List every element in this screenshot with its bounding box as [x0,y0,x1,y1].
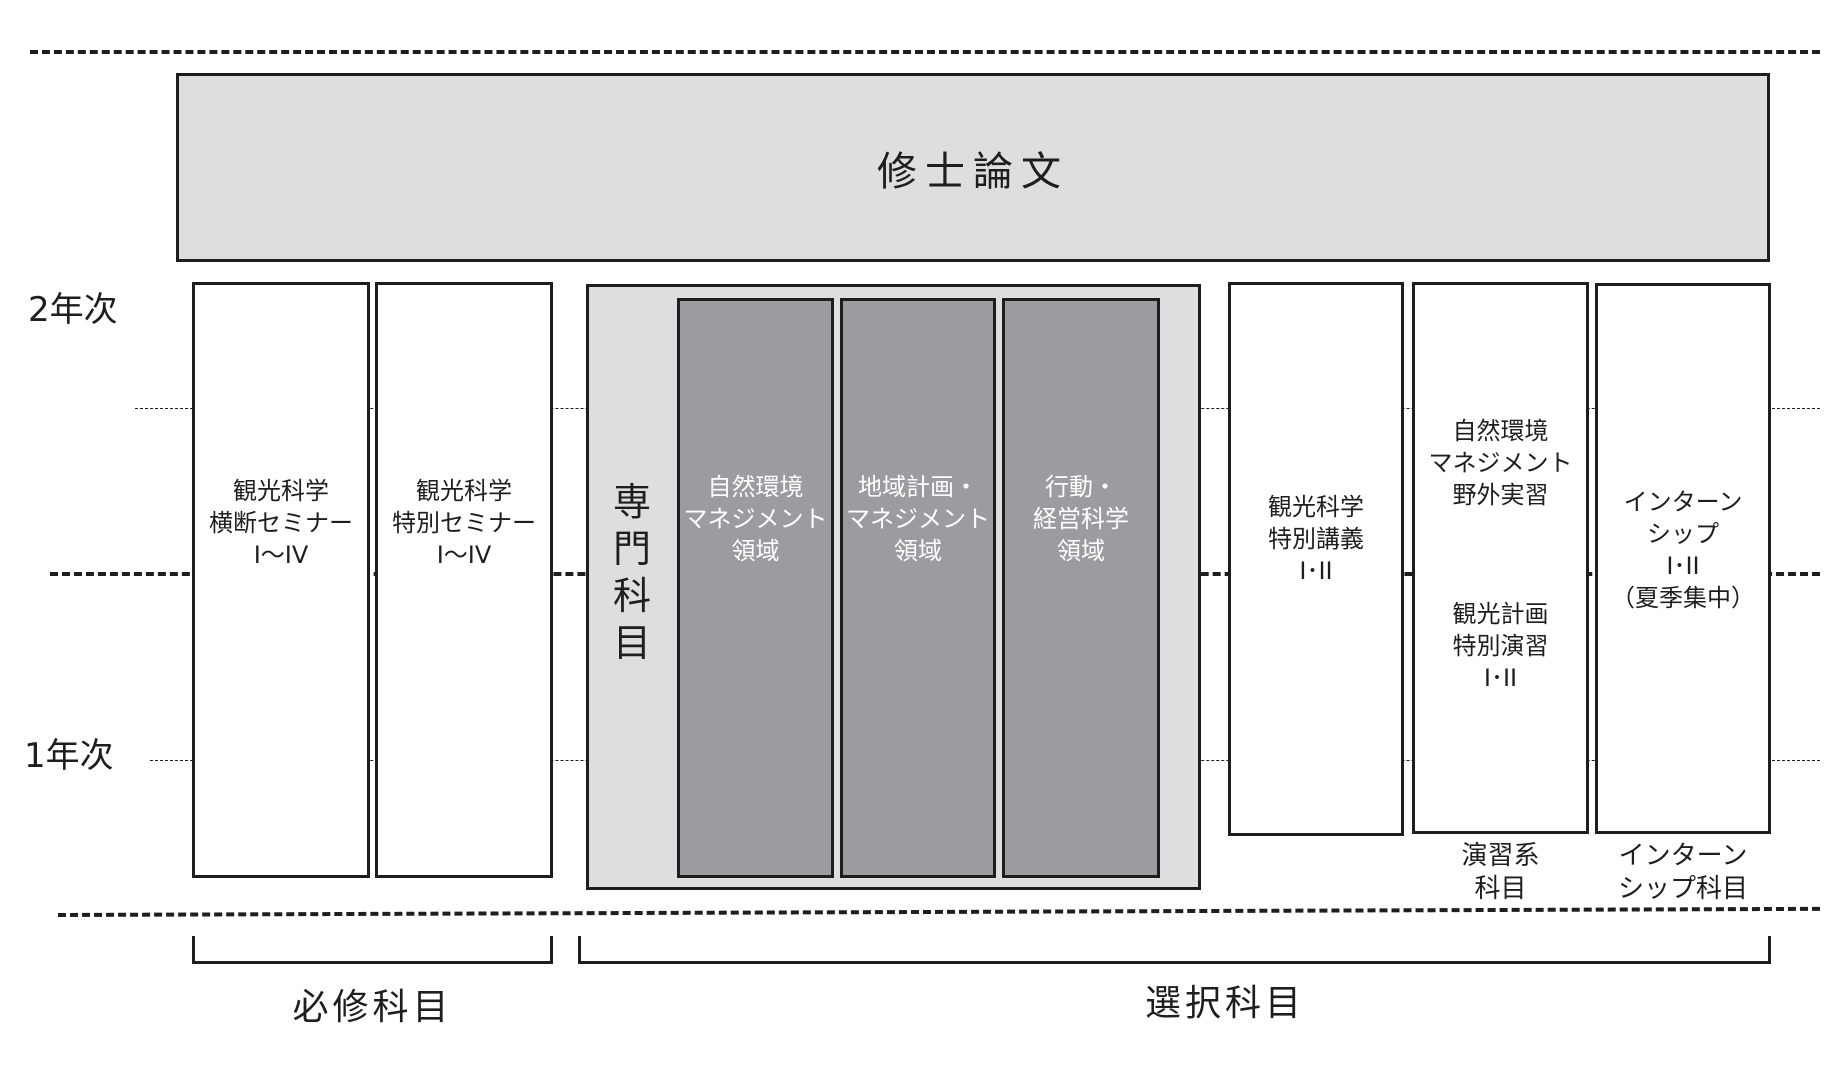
area-regional-planning: 地域計画・ マネジメント 領域 [840,298,996,878]
internship-caption: インターン シップ科目 [1617,841,1748,904]
elective-group-label: 選択科目 [1144,983,1305,1024]
area-natural-environment: 自然環境 マネジメント 領域 [677,298,834,878]
year2-label: 2年次 [28,290,118,330]
bottom-dashed-line [57,906,1820,917]
internship-box: インターン シップ I･II （夏季集中） [1595,283,1771,834]
practice-box: 自然環境 マネジメント 野外実習 観光計画 特別演習 I･II [1412,282,1589,834]
thesis-label: 修士論文 [877,148,1069,195]
cross-seminar-label: 観光科学 横断セミナー I〜IV [209,477,353,569]
specialized-label: 専 門 科 目 [612,480,651,665]
required-bracket [192,936,553,964]
year1-label: 1年次 [24,736,114,776]
thesis-box: 修士論文 [176,73,1770,262]
practice-caption: 演習系 科目 [1461,841,1540,904]
area-behavioral-management-label: 行動・ 経営科学 領域 [1033,473,1129,565]
area-behavioral-management: 行動・ 経営科学 領域 [1002,298,1160,878]
special-lecture-label: 観光科学 特別講義 I･II [1268,493,1364,585]
planning-practice-label: 観光計画 特別演習 I･II [1452,600,1549,692]
area-natural-environment-label: 自然環境 マネジメント 領域 [683,473,828,565]
special-lecture-box: 観光科学 特別講義 I･II [1228,282,1404,836]
area-regional-planning-label: 地域計画・ マネジメント 領域 [846,473,990,565]
elective-bracket [578,936,1771,964]
special-seminar-label: 観光科学 特別セミナー I〜IV [392,477,536,569]
top-dashed-line [30,50,1820,54]
field-practice-label: 自然環境 マネジメント 野外実習 [1428,417,1573,509]
special-seminar-box: 観光科学 特別セミナー I〜IV [375,282,553,878]
cross-seminar-box: 観光科学 横断セミナー I〜IV [192,282,370,878]
internship-label: インターン シップ I･II （夏季集中） [1611,488,1755,612]
required-group-label: 必修科目 [292,987,453,1028]
